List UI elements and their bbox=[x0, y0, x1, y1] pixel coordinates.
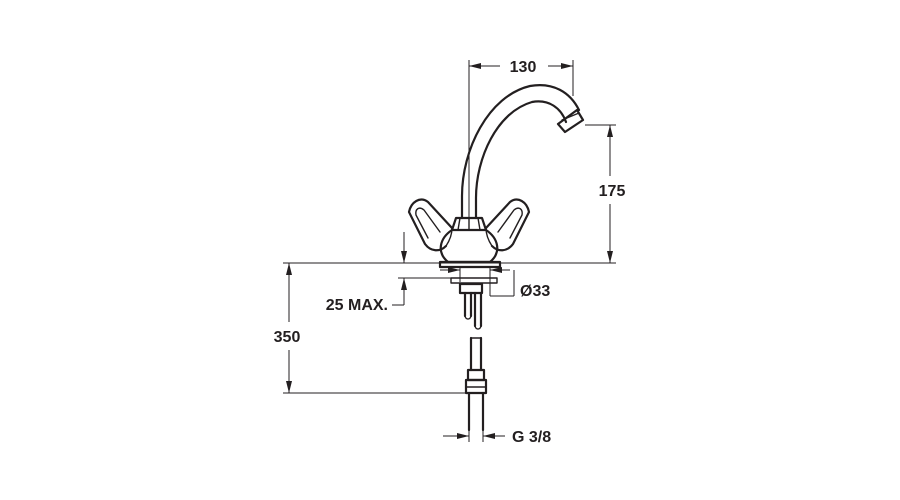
dimension-max-thickness: 25 MAX. bbox=[283, 232, 451, 314]
dimension-label-hole-diameter: Ø33 bbox=[520, 283, 550, 300]
supply-rods bbox=[463, 291, 483, 330]
dimension-label-connection-thread: G 3/8 bbox=[512, 429, 551, 446]
dimension-hole-diameter: Ø33 bbox=[440, 267, 550, 300]
faucet-body bbox=[407, 84, 585, 432]
base-plate bbox=[438, 260, 502, 269]
dimension-spout-reach: 130 bbox=[468, 59, 574, 228]
supply-hose bbox=[464, 336, 488, 432]
dimension-label-spout-reach: 130 bbox=[510, 59, 537, 76]
fixing-nut bbox=[458, 282, 484, 295]
spout-outer bbox=[460, 84, 581, 220]
dimension-connection-thread: G 3/8 bbox=[443, 425, 551, 446]
mixer-body bbox=[439, 228, 499, 264]
right-handle bbox=[484, 198, 531, 252]
dimension-spout-height: 175 bbox=[410, 124, 626, 264]
dimension-label-max-thickness: 25 MAX. bbox=[326, 297, 388, 314]
dimension-label-total-length: 350 bbox=[274, 329, 301, 346]
aerator-tip bbox=[556, 108, 585, 134]
dimension-label-spout-height: 175 bbox=[599, 183, 626, 200]
left-handle bbox=[407, 198, 454, 252]
dimension-total-length: 350 bbox=[274, 263, 468, 394]
spout-inner bbox=[474, 100, 568, 220]
